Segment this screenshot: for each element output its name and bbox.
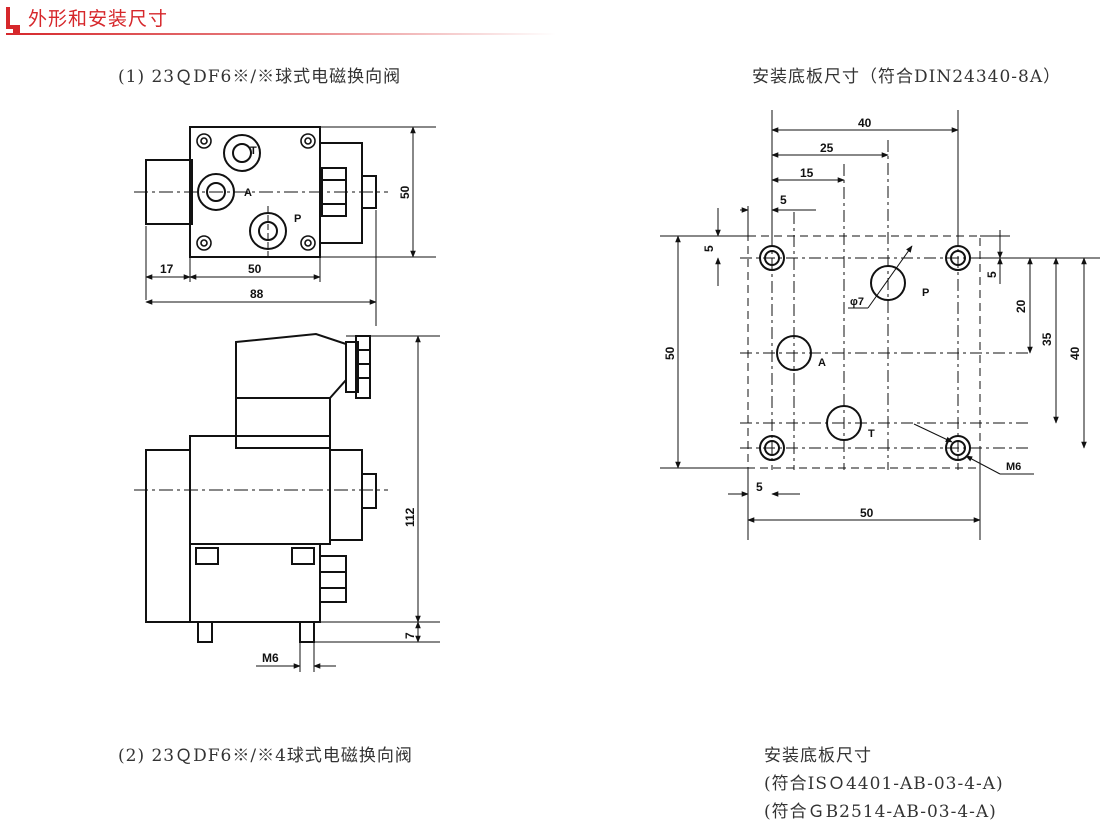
section-title: 外形和安装尺寸 (28, 8, 169, 30)
side-connector (235, 332, 347, 399)
top-dim-total: 88 (250, 287, 264, 301)
top-port-P-icon (249, 212, 287, 250)
top-solenoid-right (319, 142, 363, 244)
plate-dim-5-left: 5 (702, 245, 716, 252)
plate-dim-35: 35 (1040, 332, 1054, 346)
valve-top-view (134, 126, 436, 326)
plate-bolt-hole-bl (759, 435, 785, 461)
section-underline (6, 33, 556, 35)
valve-side-view (134, 332, 440, 672)
plate-label-A: A (818, 357, 826, 369)
plate-dim-5-top: 5 (780, 193, 787, 207)
side-connector-base (235, 397, 331, 449)
caption-plate-2-gb: (符合ＧB2514-AB-03-4-A) (764, 802, 997, 822)
plate-thread-label: M6 (1006, 461, 1021, 473)
plate-outline (747, 235, 981, 469)
side-bolt-left (197, 621, 213, 643)
side-solenoid-right (329, 449, 363, 541)
top-dim-left: 17 (160, 262, 174, 276)
mounting-plate (660, 110, 1100, 540)
side-dim-foot: 7 (403, 632, 417, 639)
caption-plate-1: 安装底板尺寸（符合DIN24340-8A） (752, 67, 1062, 87)
top-label-T: T (250, 145, 257, 157)
top-label-P: P (294, 213, 301, 225)
caption-plate-2-title: 安装底板尺寸 (764, 746, 872, 766)
side-solenoid-left (145, 449, 191, 623)
side-dim-height: 112 (403, 507, 417, 527)
plate-dim-40-right: 40 (1068, 346, 1082, 360)
side-valve-body (189, 543, 321, 623)
plate-phi-label: φ7 (850, 296, 864, 308)
plate-dim-25: 25 (820, 141, 834, 155)
top-dim-height: 50 (398, 185, 412, 199)
plate-dim-15: 15 (800, 166, 814, 180)
section-marker-icon (6, 7, 20, 33)
plate-port-P-icon (870, 265, 906, 301)
plate-dim-50-left: 50 (663, 346, 677, 360)
plate-bolt-hole-br (945, 435, 971, 461)
plate-dim-5-bottom: 5 (756, 480, 763, 494)
top-label-A: A (244, 187, 252, 199)
side-bolt-right (299, 621, 315, 643)
top-dim-body: 50 (248, 262, 262, 276)
plate-label-P: P (922, 287, 929, 299)
caption-valve-2: (2) 23ＱDF6※/※4球式电磁换向阀 (118, 746, 413, 766)
plate-dim-40-top: 40 (858, 116, 872, 130)
top-port-T-icon (223, 134, 261, 172)
caption-valve-1: (1) 23ＱDF6※/※球式电磁换向阀 (118, 67, 402, 87)
plate-port-A-icon (776, 335, 812, 371)
plate-dim-20: 20 (1014, 299, 1028, 313)
caption-plate-2-iso: (符合ISＯ4401-AB-03-4-A) (764, 774, 1004, 794)
plate-dim-5-right: 5 (985, 271, 999, 278)
plate-dim-50-bottom: 50 (860, 506, 874, 520)
side-thread-label: M6 (262, 651, 279, 665)
plate-port-T-icon (826, 405, 862, 441)
plate-label-T: T (868, 428, 875, 440)
